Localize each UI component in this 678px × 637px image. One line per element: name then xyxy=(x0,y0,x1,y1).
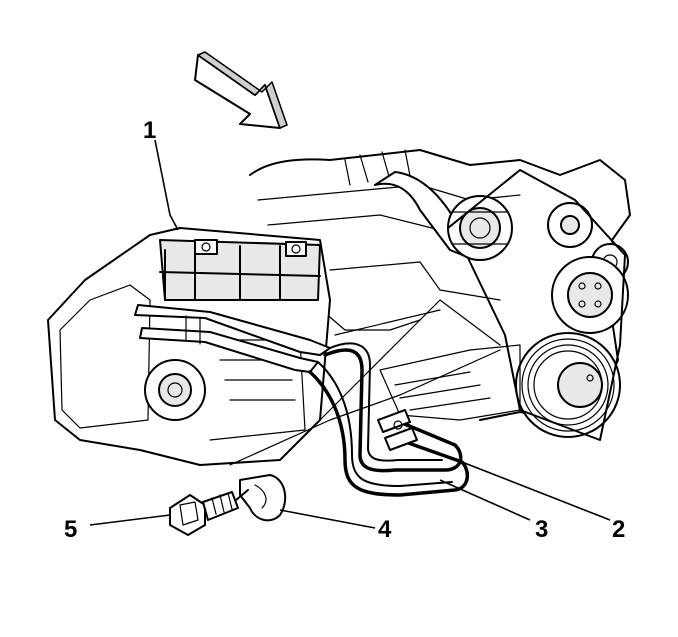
assembly-guide-lines xyxy=(229,299,501,466)
callout-5: 5 xyxy=(64,516,77,543)
hose-retainer-clip xyxy=(235,474,287,522)
engine-block xyxy=(249,149,631,441)
callout-4: 4 xyxy=(378,516,392,543)
callout-1: 1 xyxy=(143,117,156,144)
heater-outlet-hose xyxy=(308,361,470,497)
hose-clamp-engine xyxy=(377,409,418,451)
bolt xyxy=(169,491,239,536)
heater-housing xyxy=(47,227,331,466)
view-direction-arrow-icon xyxy=(194,51,288,129)
leader-lines xyxy=(89,139,611,529)
heater-inlet-hose xyxy=(323,342,463,473)
callout-2: 2 xyxy=(612,516,625,543)
callout-3: 3 xyxy=(535,516,548,543)
